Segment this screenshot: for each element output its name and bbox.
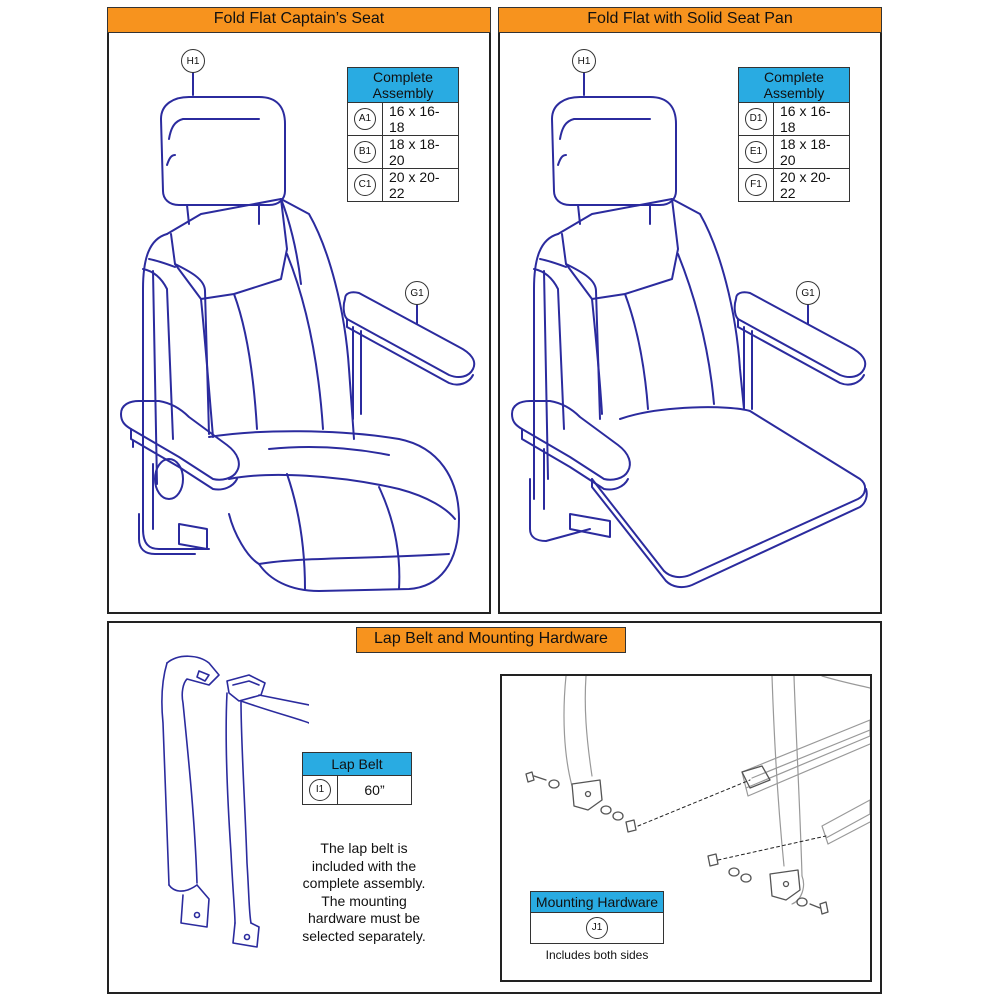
table-row: E1 18 x 18-20 [738,135,850,169]
mounting-hardware-caption: Includes both sides [545,948,649,962]
table-row: D1 16 x 16-18 [738,102,850,136]
note-line: included with the [311,857,417,874]
part-id-badge: F1 [745,174,767,196]
mounting-hardware-table-header: Mounting Hardware [530,891,664,913]
part-id-badge: I1 [309,779,331,801]
mounting-hardware-illustration [525,676,870,915]
lap-belt-table: Lap Belt I1 60” [302,752,412,805]
part-size: 18 x 18-20 [773,135,850,169]
note-line: The lap belt is [320,840,408,856]
part-size: 16 x 16-18 [382,102,459,136]
captain-seat-title: Fold Flat Captain’s Seat [107,7,491,33]
lap-belt-title: Lap Belt and Mounting Hardware [356,627,626,653]
part-size: 18 x 18-20 [382,135,459,169]
note-line: hardware must be [307,910,421,926]
headrest-callout: H1 [181,49,205,73]
lap-belt-panel: Lap Belt and Mounting Hardware Lap Belt … [107,621,882,994]
assembly-table-header: Complete Assembly [347,67,459,103]
assembly-table-header: Complete Assembly [738,67,850,103]
lap-belt-table-header: Lap Belt [302,752,412,776]
part-size: 16 x 16-18 [773,102,850,136]
armrest-callout: G1 [796,281,820,305]
part-id-badge: J1 [586,917,608,939]
note-line: complete assembly. [302,875,426,891]
table-row: F1 20 x 20-22 [738,168,850,202]
part-id-badge: D1 [745,108,767,130]
captain-seat-illustration [120,72,476,592]
part-id-badge: B1 [354,141,376,163]
table-row: A1 16 x 16-18 [347,102,459,136]
lap-belt-illustration [161,655,309,948]
table-row: C1 20 x 20-22 [347,168,459,202]
part-id-badge: E1 [745,141,767,163]
captain-seat-panel: Fold Flat Captain’s Seat [107,7,491,614]
part-id-badge: C1 [354,174,376,196]
headrest-callout: H1 [572,49,596,73]
note-line: The mounting [321,892,407,909]
table-row: J1 [530,912,664,944]
part-id-badge: A1 [354,108,376,130]
lap-belt-note: The lap belt is included with the comple… [301,840,427,945]
part-size: 20 x 20-22 [382,168,459,202]
belt-length: 60” [337,775,412,805]
armrest-callout: G1 [405,281,429,305]
table-row: B1 18 x 18-20 [347,135,459,169]
note-line: selected separately. [302,927,426,944]
captain-assembly-table: Complete Assembly A1 16 x 16-18 B1 18 x … [347,67,459,202]
solid-assembly-table: Complete Assembly D1 16 x 16-18 E1 18 x … [738,67,850,202]
solid-seat-title: Fold Flat with Solid Seat Pan [498,7,882,33]
mounting-hardware-table: Mounting Hardware J1 [530,891,664,944]
mounting-hardware-detail: Mounting Hardware J1 Includes both sides [500,674,872,982]
solid-seat-illustration [511,72,868,589]
table-row: I1 60” [302,775,412,805]
solid-seat-panel: Fold Flat with Solid Seat Pan [498,7,882,614]
part-size: 20 x 20-22 [773,168,850,202]
